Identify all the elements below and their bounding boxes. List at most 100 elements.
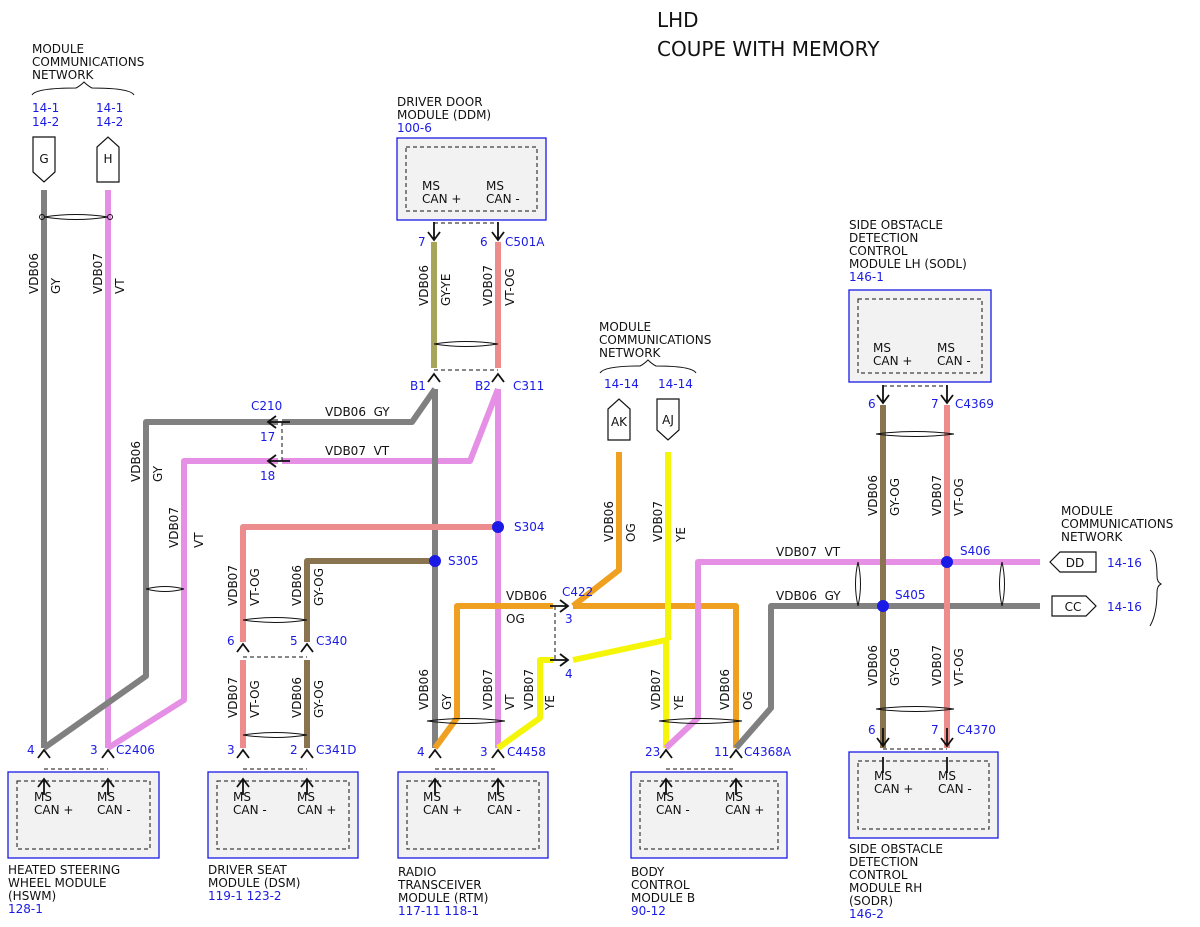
mcn-right-label: COMMUNICATIONS bbox=[1061, 517, 1173, 531]
bcm-pin-arrow bbox=[659, 777, 673, 795]
connector-tag-cc bbox=[1051, 595, 1097, 617]
sodr-pin-label: MS bbox=[938, 769, 956, 783]
rtm-inner bbox=[406, 780, 540, 850]
ddm-box[interactable] bbox=[396, 137, 547, 221]
splices-ddm: S304 S305 bbox=[429, 520, 545, 568]
title-body: COUPE WITH MEMORY bbox=[657, 37, 880, 61]
mcn-mid-ref[interactable]: 14-14 bbox=[604, 377, 639, 391]
twist-marker bbox=[999, 561, 1005, 607]
hswm-pin-label: MS bbox=[34, 790, 52, 804]
wire-label: VDB06 bbox=[602, 501, 616, 542]
connector-tag-h bbox=[96, 136, 120, 183]
mcn-right-ref[interactable]: 14-16 bbox=[1107, 556, 1142, 570]
dsm-pin-num: 2 bbox=[290, 743, 298, 757]
dsm-pin-label: CAN - bbox=[233, 803, 267, 817]
sodr-ref-link[interactable]: 146-2 bbox=[849, 907, 884, 921]
ddm-ref-link[interactable]: 100-6 bbox=[397, 121, 432, 135]
ddm-connector: C501A bbox=[505, 235, 545, 249]
sodl-pin-label: MS bbox=[873, 341, 891, 355]
wire-label: VDB07 bbox=[930, 475, 944, 516]
sodr-pin-label: CAN - bbox=[938, 782, 972, 796]
dsm-box[interactable] bbox=[207, 771, 359, 859]
wire-label: VT bbox=[113, 278, 127, 294]
twist-marker bbox=[855, 561, 861, 607]
connector-tag-dd bbox=[1049, 551, 1097, 573]
dsm-pin-arrow bbox=[236, 777, 250, 795]
wire-label: OG bbox=[741, 691, 755, 710]
sodr-label: (SODR) bbox=[849, 894, 893, 908]
c311-pin: B1 bbox=[410, 379, 426, 393]
module-dsm: 3 2 C341D MS CAN - MS CAN + DRIVER SEAT … bbox=[207, 743, 359, 903]
twist-marker bbox=[145, 586, 185, 592]
ddm-pin-label: MS bbox=[422, 179, 440, 193]
dsm-ref-link[interactable]: 119-1 123-2 bbox=[208, 889, 282, 903]
wire-label: VDB06 bbox=[506, 589, 547, 603]
title-lhd: LHD bbox=[657, 8, 699, 32]
wire-label: VDB07 VT bbox=[776, 545, 841, 559]
connector-tag-aj bbox=[656, 398, 680, 441]
mcn-right-ref[interactable]: 14-16 bbox=[1107, 600, 1142, 614]
rtm-box[interactable] bbox=[397, 771, 549, 859]
rtm-ref-link[interactable]: 117-11 118-1 bbox=[398, 904, 479, 918]
sodr-box[interactable] bbox=[848, 751, 999, 839]
connector-tag-label: AK bbox=[611, 415, 628, 429]
twist-marker bbox=[875, 431, 955, 437]
hswm-ref-link[interactable]: 128-1 bbox=[8, 902, 43, 916]
sodl-ref-link[interactable]: 146-1 bbox=[849, 270, 884, 284]
bcm-pin-arrow bbox=[729, 777, 743, 795]
connector-tag-label: H bbox=[103, 152, 112, 166]
bcm-pin-num: 23 bbox=[645, 745, 660, 759]
mcn-mid-ref[interactable]: 14-14 bbox=[658, 377, 693, 391]
dsm-pin-num: 3 bbox=[227, 743, 235, 757]
bcm-pin-label: CAN - bbox=[656, 803, 690, 817]
hswm-pin-label: CAN + bbox=[34, 803, 73, 817]
twist-markers bbox=[39, 214, 1005, 738]
wire-label: VDB07 VT bbox=[325, 444, 390, 458]
hswm-pin-arrow bbox=[101, 777, 115, 795]
c340-arrow bbox=[300, 642, 314, 653]
module-rtm: 4 3 C4458 MS CAN + MS CAN - RADIO TRANSC… bbox=[397, 745, 549, 918]
ddm-pin-num: 7 bbox=[418, 235, 426, 249]
twist-end bbox=[107, 214, 113, 220]
splice-s406 bbox=[941, 556, 953, 568]
mcn-top-ref[interactable]: 14-1 bbox=[96, 101, 123, 115]
wire-label: VT-OG bbox=[503, 268, 517, 306]
hswm-pin-num: 3 bbox=[90, 743, 98, 757]
wire-label: OG bbox=[624, 523, 638, 542]
c210-arrow bbox=[266, 454, 290, 468]
mcn-right-brace bbox=[1149, 549, 1163, 627]
wire-label: VDB06 bbox=[866, 645, 880, 686]
bcm-box[interactable] bbox=[630, 771, 788, 859]
hswm-pin-arrow bbox=[101, 748, 115, 759]
twist-marker bbox=[875, 706, 955, 712]
wire-label: VDB07 bbox=[481, 669, 495, 710]
c311-arrow bbox=[427, 372, 441, 383]
wire-label: VT bbox=[192, 532, 206, 548]
sodl-pin-label: CAN + bbox=[873, 354, 912, 368]
mcn-top-ref[interactable]: 14-1 bbox=[32, 101, 59, 115]
wire-label: VDB07 bbox=[522, 669, 536, 710]
bcm-ref-link[interactable]: 90-12 bbox=[631, 904, 666, 918]
hswm-pin-arrow bbox=[37, 777, 51, 795]
c311-pin: B2 bbox=[475, 379, 491, 393]
rtm-pin-num: 4 bbox=[417, 745, 425, 759]
wire-vdb07-vt-c311 bbox=[282, 387, 501, 464]
wire-label: VDB06 bbox=[718, 669, 732, 710]
wire-label: YE bbox=[672, 695, 686, 711]
wire-vdb06-gyog-dsm bbox=[304, 558, 435, 642]
wire-label: VDB07 bbox=[649, 669, 663, 710]
rtm-pin-arrow bbox=[491, 777, 505, 795]
rtm-pin-arrow bbox=[428, 748, 442, 759]
bcm-label: CONTROL bbox=[631, 878, 690, 892]
ddm-pin-label: CAN - bbox=[486, 192, 520, 206]
mcn-top-ref[interactable]: 14-2 bbox=[32, 115, 59, 129]
mcn-top-ref[interactable]: 14-2 bbox=[96, 115, 123, 129]
hswm-box[interactable] bbox=[7, 771, 160, 859]
sodr-pin-label: CAN + bbox=[874, 782, 913, 796]
sodr-pin-label: MS bbox=[874, 769, 892, 783]
sodl-box[interactable] bbox=[848, 289, 992, 383]
wire-group bbox=[41, 190, 1040, 751]
twist-end bbox=[39, 214, 45, 220]
ddm-pin-label: CAN + bbox=[422, 192, 461, 206]
